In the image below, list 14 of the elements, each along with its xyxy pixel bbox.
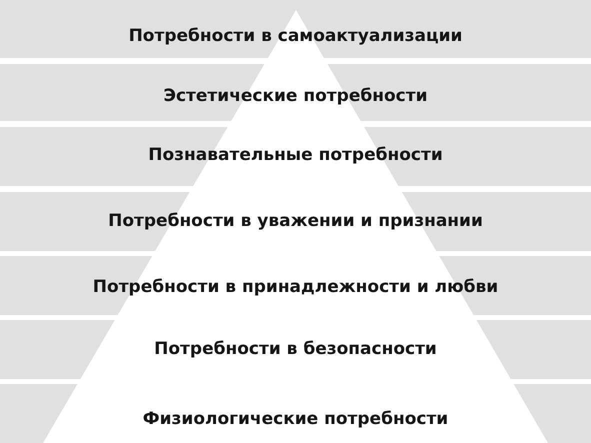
level-label: Потребности в безопасности — [154, 339, 437, 359]
level-label: Физиологические потребности — [142, 409, 448, 429]
level-label: Потребности в самоактуализации — [128, 26, 462, 46]
level-label: Потребности в уважении и признании — [108, 211, 483, 231]
level-band — [0, 256, 591, 315]
level-band — [0, 384, 591, 443]
level-band — [0, 64, 591, 121]
level-band — [0, 127, 591, 186]
level-band — [0, 192, 591, 251]
level-label: Познавательные потребности — [148, 145, 443, 165]
level-band — [0, 0, 591, 58]
level-label: Потребности в принадлежности и любви — [92, 277, 498, 297]
level-label: Эстетические потребности — [164, 86, 428, 106]
level-band — [0, 320, 591, 379]
